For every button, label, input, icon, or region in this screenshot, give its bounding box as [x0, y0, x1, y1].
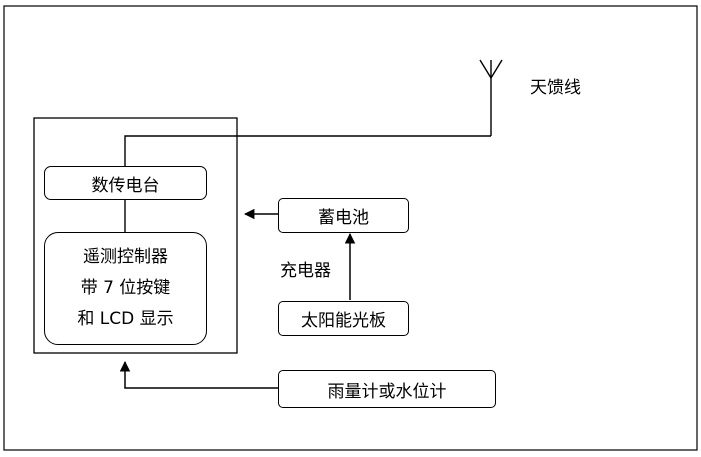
antenna-feed-line — [124, 135, 491, 166]
rain-gauge-box: 雨量计或水位计 — [278, 370, 496, 408]
controller-line-1: 遥测控制器 — [83, 247, 168, 267]
battery-box: 蓄电池 — [278, 198, 409, 233]
outer-frame — [3, 5, 698, 451]
radio-box: 数传电台 — [44, 166, 207, 200]
controller-box: 遥测控制器 带 7 位按键 和 LCD 显示 — [44, 232, 207, 345]
solar-panel-box: 太阳能光板 — [278, 301, 409, 336]
gauge-signal-arrow — [119, 360, 278, 389]
station-enclosure — [33, 117, 238, 354]
controller-line-3: 和 LCD 显示 — [77, 309, 174, 329]
antenna-label: 天馈线 — [530, 78, 581, 98]
controller-line-2: 带 7 位按键 — [80, 278, 171, 298]
charger-label: 充电器 — [280, 261, 331, 281]
antenna-icon — [479, 59, 503, 136]
